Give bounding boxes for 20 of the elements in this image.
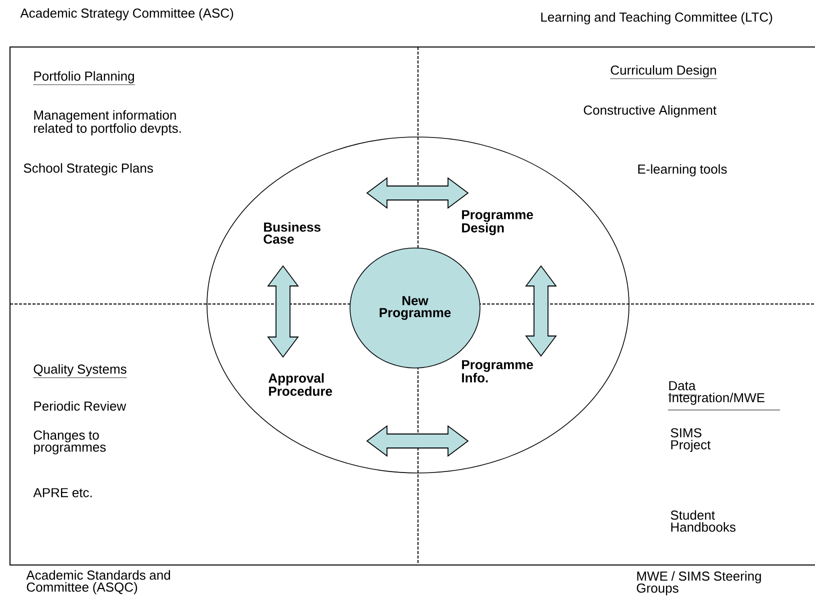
- item-text: Management information related to portfolio devpts.: [34, 110, 181, 136]
- item-text: School Strategic Plans: [24, 163, 153, 176]
- item-text: Changes to programmes: [34, 430, 106, 454]
- item-text: Constructive Alignment: [584, 105, 716, 118]
- box-label: Programme Design: [462, 210, 533, 236]
- item-text: APRE etc.: [33, 488, 92, 498]
- committee-name: MWE / SIMS Steering Groups: [636, 571, 761, 596]
- item-text: Periodic Review: [34, 401, 126, 411]
- item-text: Student Handbooks: [670, 510, 736, 532]
- item-text: SIMS Project: [670, 428, 711, 452]
- section-heading: Quality Systems: [33, 364, 128, 378]
- section-heading: Portfolio Planning: [33, 71, 136, 85]
- box-label: Approval Procedure: [268, 373, 332, 396]
- section-heading: Data Integration/MWE: [668, 381, 780, 410]
- section-heading: Curriculum Design: [610, 65, 718, 79]
- committee-name: Academic Standards and Committee (ASQC): [26, 570, 170, 594]
- item-text: E-learning tools: [638, 164, 727, 176]
- box-label: Business Case: [264, 222, 320, 244]
- committee-name: Learning and Teaching Committee (LTC): [541, 12, 772, 24]
- committee-name: Academic Strategy Committee (ASC): [20, 8, 234, 20]
